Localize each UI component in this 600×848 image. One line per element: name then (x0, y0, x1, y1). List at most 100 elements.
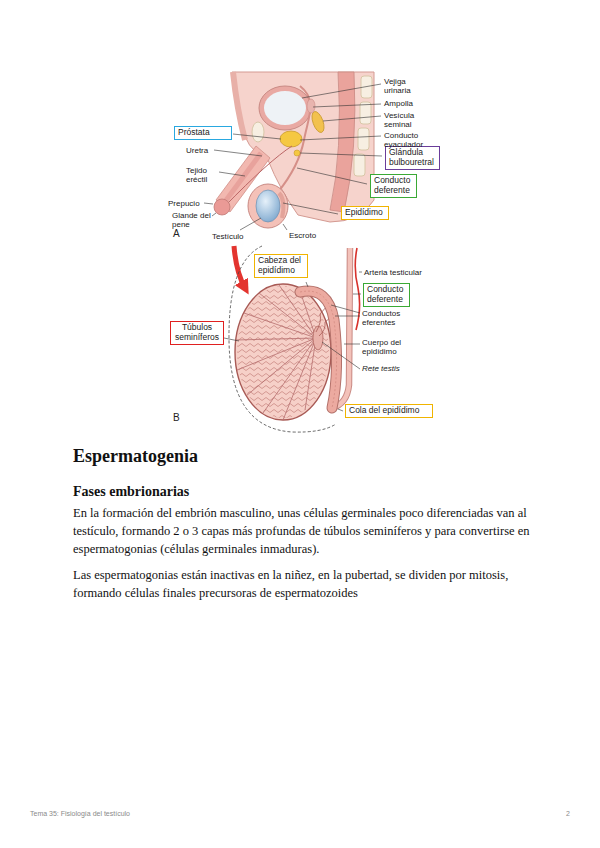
pelvis-figure (224, 153, 261, 203)
pelvis-figure (310, 110, 327, 134)
leader-line (353, 294, 361, 295)
leader-line (335, 316, 360, 317)
label-box: Conducto deferente (370, 174, 417, 198)
box-label: Conducto deferente (367, 284, 403, 304)
leader-line (300, 153, 382, 156)
leader-line (233, 134, 281, 139)
pelvis-figure (360, 102, 371, 124)
leader-line (224, 272, 362, 411)
box-label: Conducto deferente (374, 175, 410, 195)
pelvis-figure (307, 99, 315, 113)
leader-line (322, 342, 360, 369)
leader-line (212, 213, 216, 216)
leader-line (313, 104, 381, 107)
testis-section-figure (229, 246, 336, 432)
leader-line (283, 203, 338, 214)
testis-section-figure (237, 338, 316, 370)
body-paragraph: Las espermatogonias están inactivas en l… (73, 566, 533, 602)
label-box: Cola del epidídimo (345, 404, 433, 418)
label-box: Próstata (174, 126, 232, 140)
page-number: 2 (566, 810, 570, 818)
leader-line (359, 272, 362, 273)
leader-line (323, 116, 381, 121)
box-label: Túbulos seminíferos (175, 322, 219, 342)
pelvis-figure (358, 128, 369, 150)
figure-label: Escroto (289, 231, 316, 240)
box-label: Glándula bulbouretral (389, 147, 434, 167)
box-label: Cola del epidídimo (349, 405, 419, 415)
figure-label: Prepucio (168, 199, 200, 208)
box-label: Cabeza del epidídimo (258, 255, 301, 275)
testis-section-figure (300, 291, 337, 408)
leader-line (297, 168, 367, 184)
pelvis-figure (256, 190, 280, 222)
testis-section-figure (236, 285, 316, 420)
figure-label: Tejido eréctil (186, 166, 216, 184)
box-label: Epidídimo (345, 207, 383, 217)
leader-line (300, 136, 381, 140)
figure-label: Vejiga urinaria (384, 77, 422, 95)
pelvis-figure (224, 146, 292, 207)
section-heading: Espermatogenia (73, 446, 198, 468)
leader-line (338, 409, 343, 411)
pelvis-figure (279, 193, 283, 218)
label-box: Conducto deferente (363, 283, 410, 307)
leader-line (331, 305, 360, 313)
figure-label: Cuerpo del epidídimo (362, 338, 414, 356)
testis-section-figure (224, 246, 362, 432)
pelvis-figure (259, 86, 311, 130)
pelvis-figure (294, 150, 300, 156)
pelvis-figure (252, 122, 264, 142)
leader-line (240, 218, 261, 230)
figure-label: Arteria testicular (364, 268, 422, 277)
pelvis-figure (280, 131, 302, 147)
pelvis-figure (264, 91, 306, 125)
panel-letter: B (173, 412, 180, 424)
testis-section-figure (237, 286, 329, 418)
leader-line (302, 84, 381, 98)
leader-line (204, 203, 213, 204)
pelvis-figure (233, 72, 245, 140)
leader-line (224, 338, 239, 341)
figure-label: Glande del pene (172, 211, 212, 229)
testis-section-figure (300, 291, 337, 408)
label-box: Glándula bulbouretral (385, 146, 440, 170)
testis-section-figure (355, 248, 359, 330)
leader-line (214, 150, 262, 156)
testis-section-figure (313, 326, 323, 350)
testis-section-figure (236, 338, 316, 340)
testis-section-figure (246, 338, 316, 396)
leader-line (283, 224, 287, 230)
figure-label: Testículo (212, 232, 244, 241)
panel-letter: A (173, 228, 180, 240)
label-box: Cabeza del epidídimo (254, 254, 308, 278)
figure-label: Rete testis (362, 364, 400, 373)
figure-label: Uretra (186, 146, 208, 155)
testis-section-figure (259, 293, 316, 338)
leader-line (204, 84, 382, 230)
testis-section-figure (305, 338, 316, 410)
testis-section-figure (283, 338, 316, 420)
box-label: Próstata (178, 127, 210, 137)
testis-section-figure (235, 284, 331, 420)
pelvis-figure (278, 86, 310, 192)
pelvis-figure (354, 154, 365, 176)
figure-label: Conducto eyaculador (384, 131, 429, 149)
figure-label: Vesícula seminal (384, 111, 424, 129)
testis-section-figure (300, 291, 337, 408)
leader-line (306, 282, 308, 287)
pelvis-figure (214, 199, 230, 215)
leader-line (344, 344, 360, 345)
page-footer: Tema 35: Fisiología del testículo (30, 810, 130, 818)
figure-label: Conductos eferentes (362, 309, 410, 327)
testis-section-figure (244, 313, 316, 338)
subheading: Fases embrionarias (73, 484, 189, 500)
body-paragraph: En la formación del embrión masculino, u… (73, 504, 533, 558)
label-box: Epidídimo (341, 206, 389, 220)
figure-label: Ampolla (384, 99, 413, 108)
pelvis-figure (330, 72, 355, 212)
label-box: Túbulos seminíferos (170, 321, 224, 345)
